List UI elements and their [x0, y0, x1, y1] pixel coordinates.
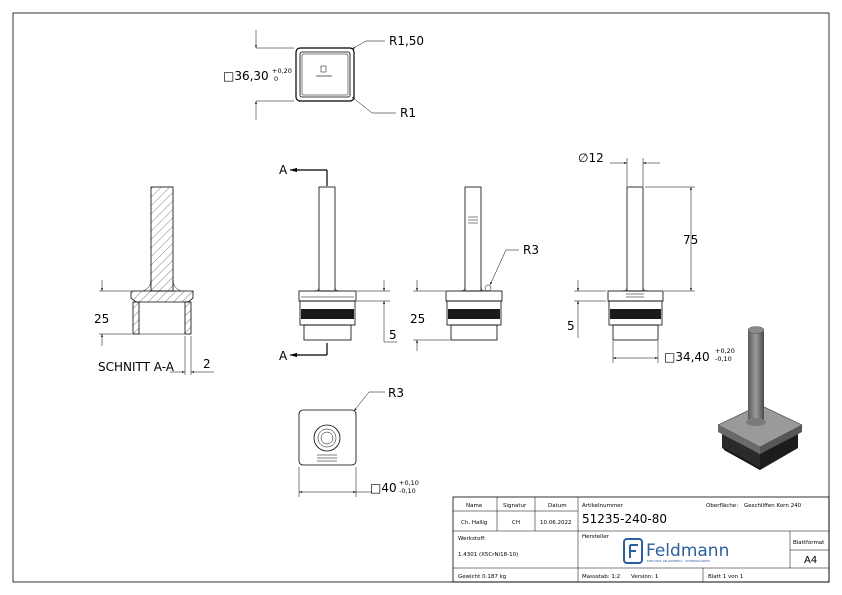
- tb-surface-label: Oberfläche:: [706, 503, 738, 509]
- bottom-view-radius: R3: [388, 386, 404, 400]
- tb-date-value: 10.06.2022: [540, 520, 572, 526]
- section-title: SCHNITT A-A: [98, 360, 175, 374]
- side-view-height: 25: [410, 312, 425, 326]
- knurl-band-front: [301, 309, 354, 319]
- right-view-offset: 5: [567, 319, 575, 333]
- tb-signature-value: CH: [512, 520, 520, 526]
- top-view-inner-radius: R1: [400, 106, 416, 120]
- cut-marker-top: A: [279, 163, 288, 177]
- tb-format-label: Blattformat: [793, 540, 825, 546]
- right-view-size-label: □34,40: [664, 350, 710, 364]
- side-view: [413, 186, 519, 351]
- tb-brand-name: Feldmann: [646, 541, 729, 561]
- tb-brand-tagline: EDELSTAHL GELÄNDERBAU · SYSTEMGELÄNDER: [647, 558, 710, 563]
- right-view-tol-upper: +0,20: [715, 347, 735, 355]
- tb-manufacturer-label: Hersteller: [582, 534, 610, 540]
- tb-signature-header: Signatur: [503, 503, 527, 509]
- front-offset: 5: [389, 328, 397, 342]
- right-view-tol-lower: -0,10: [715, 355, 732, 363]
- feldmann-logo-icon: [623, 538, 643, 564]
- front-view: [290, 167, 397, 358]
- cut-marker-bottom: A: [279, 349, 288, 363]
- tb-material-label: Werkstoff:: [458, 536, 486, 542]
- tb-scale: Massstab: 1:2: [582, 574, 620, 580]
- side-view-radius: R3: [523, 243, 539, 257]
- tb-name-header: Name: [466, 503, 483, 509]
- top-view-tol-upper: +0,20: [272, 67, 292, 75]
- bottom-view-size-label: □40: [370, 481, 397, 495]
- right-view-diameter: ∅12: [578, 151, 604, 165]
- tb-version: Version: 1: [631, 574, 658, 580]
- tb-material-value: 1.4301 (X5CrNi18-10): [458, 552, 518, 558]
- right-view-pin-length: 75: [683, 233, 698, 247]
- tb-name-value: Ch. Hallig: [461, 520, 487, 526]
- right-view: [574, 158, 695, 363]
- section-height: 25: [94, 312, 109, 326]
- bottom-view-tol-upper: +0,10: [399, 479, 419, 487]
- section-wall: 2: [203, 357, 211, 371]
- top-view: [255, 30, 396, 120]
- bottom-view: [298, 391, 385, 497]
- tb-surface-value: Geschliffen Korn 240: [744, 503, 802, 509]
- tb-format-value: A4: [804, 555, 817, 566]
- tb-date-header: Datum: [548, 503, 567, 509]
- top-view-outer-radius: R1,50: [389, 34, 424, 48]
- tb-weight: Gewicht 0.187 kg: [458, 574, 506, 580]
- isometric-render: [717, 326, 803, 470]
- tb-article-number: 51235-240-80: [582, 512, 667, 526]
- tb-sheet: Blatt 1 von 1: [708, 574, 743, 580]
- bottom-view-tol-lower: -0,10: [399, 487, 416, 495]
- tb-article-label: Artikelnummer: [582, 503, 624, 509]
- top-view-tol-lower: 0: [274, 75, 278, 83]
- section-view: [99, 186, 214, 375]
- title-block: [452, 496, 830, 583]
- top-view-size-label: □36,30: [223, 69, 269, 83]
- sheet-border: [12, 12, 830, 583]
